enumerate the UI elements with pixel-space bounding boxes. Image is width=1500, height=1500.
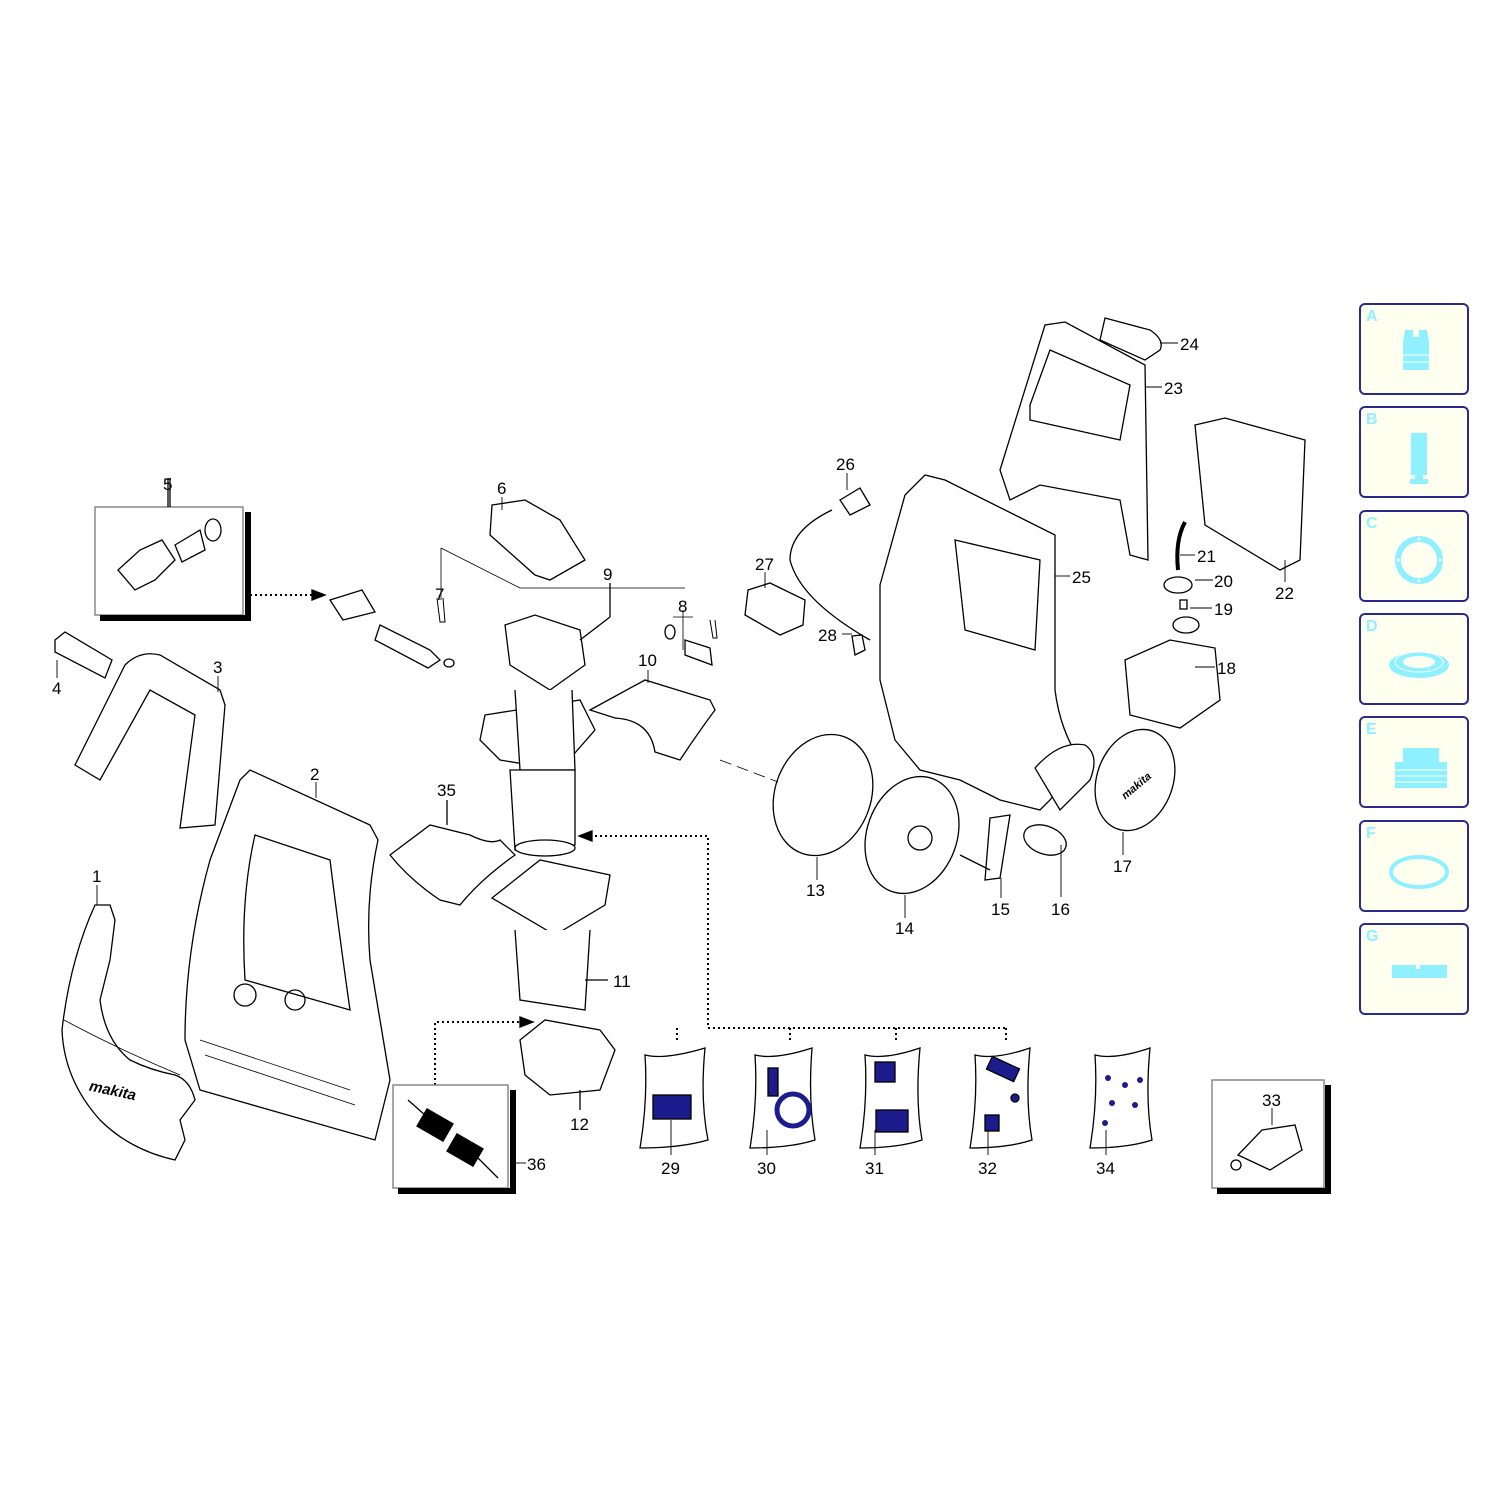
callout-16[interactable]: 16 [1051, 900, 1070, 919]
side-panel-e[interactable]: E [1359, 716, 1469, 808]
part-7-inlet-pipe[interactable] [328, 547, 685, 669]
callout-8[interactable]: 8 [678, 597, 688, 616]
callout-6[interactable]: 6 [497, 479, 507, 498]
callout-35[interactable]: 35 [437, 781, 456, 800]
callout-15[interactable]: 15 [991, 900, 1010, 919]
callout-3[interactable]: 3 [213, 658, 223, 677]
part-22-rear-cover[interactable] [1194, 417, 1306, 571]
part-25-main-frame[interactable] [879, 474, 1095, 812]
part-19-valve[interactable] [1179, 599, 1188, 610]
callout-25[interactable]: 25 [1072, 568, 1091, 587]
panel-letter-f: F [1366, 825, 1376, 842]
part-28-cord-clamp[interactable] [851, 634, 866, 656]
callout-32[interactable]: 32 [978, 1159, 997, 1178]
part-10-shield-plate[interactable] [588, 679, 716, 761]
callout-7[interactable]: 7 [435, 585, 445, 604]
callout-27[interactable]: 27 [755, 555, 774, 574]
kit-bags[interactable] [639, 1047, 1153, 1149]
callout-28[interactable]: 28 [818, 626, 837, 645]
callout-22[interactable]: 22 [1275, 584, 1294, 603]
kit-connector-lines [434, 835, 1007, 1085]
part-11-motor-housing[interactable] [490, 859, 611, 1011]
part-1-front-cover[interactable] [61, 904, 196, 1161]
panel-letter-e: E [1366, 721, 1377, 738]
callout-12[interactable]: 12 [570, 1115, 589, 1134]
side-panel-g[interactable]: G [1359, 923, 1469, 1015]
callout-36[interactable]: 36 [527, 1155, 546, 1174]
seal-ring-icon [1389, 651, 1449, 678]
callout-17[interactable]: 17 [1113, 857, 1132, 876]
gasket-ring-icon [1395, 536, 1443, 584]
callout-29[interactable]: 29 [661, 1159, 680, 1178]
arrow-5-to-connector [250, 589, 327, 601]
part-13-reel-disc[interactable] [719, 720, 889, 869]
callout-5[interactable]: 5 [163, 475, 173, 494]
callout-2[interactable]: 2 [310, 765, 320, 784]
valve-block-icon [1403, 330, 1429, 370]
callout-21[interactable]: 21 [1197, 547, 1216, 566]
callout-20[interactable]: 20 [1214, 572, 1233, 591]
side-panel-d[interactable]: D [1359, 613, 1469, 705]
side-panel-a[interactable]: A [1359, 303, 1469, 395]
callout-33[interactable]: 33 [1262, 1091, 1281, 1110]
motor-assembly[interactable] [509, 769, 576, 857]
part-33-chuck-inset[interactable] [1211, 1079, 1331, 1194]
o-ring-icon [1389, 855, 1449, 889]
part-2-frame[interactable] [0, 769, 391, 1141]
panel-letter-d: D [1366, 618, 1378, 635]
part-8-outlet-fitting[interactable] [664, 610, 718, 666]
callout-24[interactable]: 24 [1180, 335, 1199, 354]
callout-10[interactable]: 10 [638, 651, 657, 670]
part-16-crank-knob[interactable] [1020, 819, 1071, 860]
part-18-detergent-tank[interactable] [1124, 616, 1221, 729]
callout-11[interactable]: 11 [613, 972, 631, 991]
part-23-upper-frame[interactable] [999, 321, 1149, 561]
callout-9[interactable]: 9 [603, 565, 613, 584]
side-panel-c[interactable]: C [1359, 510, 1469, 602]
threaded-fitting-icon [1395, 748, 1447, 788]
panel-letter-a: A [1366, 308, 1378, 325]
part-14-reel-disc[interactable] [849, 763, 975, 907]
callout-30[interactable]: 30 [757, 1159, 776, 1178]
panel-letter-g: G [1366, 928, 1379, 945]
part-17-wheel[interactable] [1082, 718, 1189, 842]
panel-letter-c: C [1366, 515, 1378, 532]
arrow-to-base [519, 1016, 535, 1028]
part-21-hose[interactable] [1175, 521, 1187, 571]
callout-23[interactable]: 23 [1164, 379, 1183, 398]
callout-18[interactable]: 18 [1217, 659, 1236, 678]
arrow-to-motor [577, 830, 593, 842]
leader-lines [56, 342, 1286, 1164]
callout-14[interactable]: 14 [895, 919, 914, 938]
part-26-power-cord[interactable] [789, 487, 871, 641]
piston-rod-icon [1410, 433, 1428, 484]
part-15-crank-handle[interactable] [959, 814, 1011, 881]
callout-34[interactable]: 34 [1096, 1159, 1115, 1178]
part-3-handle[interactable] [74, 653, 226, 829]
part-36-carbon-brush-inset[interactable] [392, 1084, 516, 1194]
part-20-cap[interactable] [1163, 576, 1193, 594]
side-panel-f[interactable]: F [1359, 820, 1469, 912]
part-35-base-plate[interactable] [389, 800, 517, 906]
side-panel-b[interactable]: B [1359, 406, 1469, 498]
callout-1[interactable]: 1 [92, 867, 102, 886]
callout-31[interactable]: 31 [865, 1159, 884, 1178]
callout-4[interactable]: 4 [52, 679, 62, 698]
callout-26[interactable]: 26 [836, 455, 855, 474]
callout-19[interactable]: 19 [1214, 600, 1233, 619]
part-27-switch-box[interactable] [744, 582, 806, 636]
part-5-inset-hose-connector[interactable] [94, 478, 251, 621]
callout-13[interactable]: 13 [806, 881, 825, 900]
part-9-pump-head[interactable] [479, 583, 611, 771]
part-6-pump-cover[interactable] [489, 499, 586, 581]
part-12-base-cup[interactable] [519, 1019, 616, 1110]
part-4-handle-grip[interactable] [54, 631, 113, 679]
panel-letter-b: B [1366, 411, 1378, 428]
spacer-block-icon [1392, 965, 1447, 978]
part-24-top-cap[interactable] [1099, 317, 1162, 361]
